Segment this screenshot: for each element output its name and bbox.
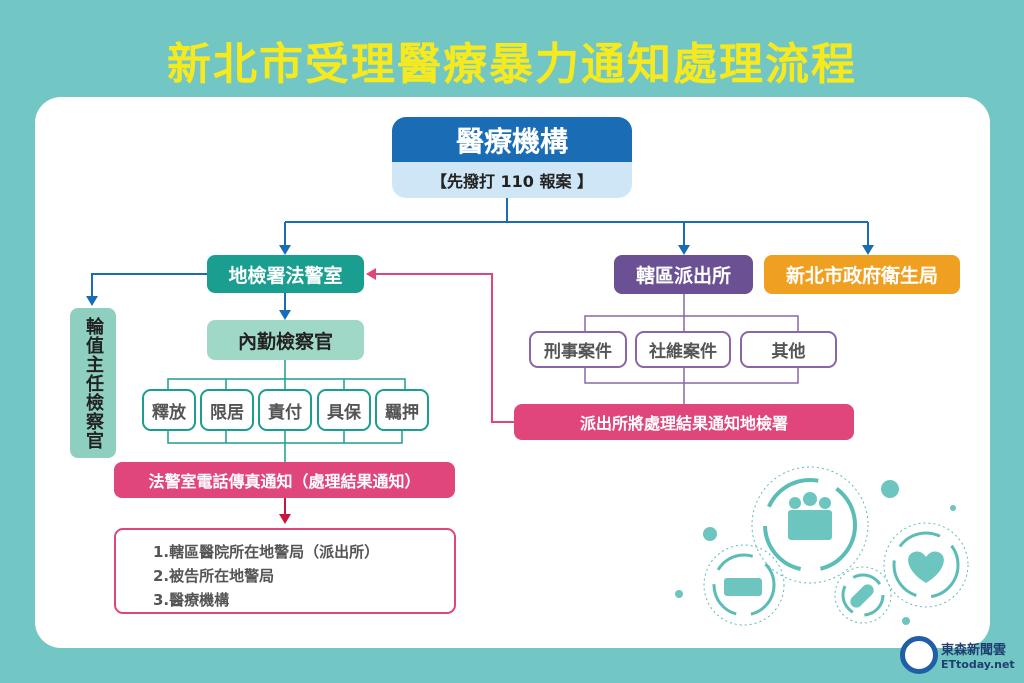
arrow-head (366, 268, 376, 280)
notify-item: 1.轄區醫院所在地警局（派出所） (153, 543, 380, 561)
case-social-order: 社維案件 (635, 331, 731, 368)
case-other: 其他 (740, 331, 837, 368)
ambulance-icon (724, 578, 762, 596)
arrow-head (86, 296, 98, 306)
page-title: 新北市受理醫療暴力通知處理流程 (167, 39, 857, 90)
outcome-custody-release: 責付 (258, 389, 312, 431)
arrow-head (279, 310, 291, 320)
arrow-head (678, 245, 690, 255)
outcome-restricted-residence: 限居 (200, 389, 254, 431)
notify-item: 3.醫療機構 (153, 591, 230, 609)
outcome-release: 釋放 (142, 389, 196, 431)
case-criminal: 刑事案件 (529, 331, 627, 368)
health-bureau-box: 新北市政府衛生局 (764, 255, 960, 294)
logo-site: ETtoday.net (941, 658, 1015, 671)
police-station-box: 轄區派出所 (614, 255, 753, 294)
bailiff-notice-box: 法警室電話傳真通知（處理結果通知） (114, 462, 455, 498)
arrow-head (862, 245, 874, 255)
heart-icon (908, 551, 944, 583)
logo-name: 東森新聞雲 (941, 643, 1007, 658)
call-110-note: 【先撥打 110 報案 】 (392, 162, 632, 198)
arrow-head (279, 514, 291, 524)
prosecutor-office-box: 地檢署法警室 (207, 255, 364, 293)
medical-staff-icon (788, 492, 832, 540)
outcome-bail: 具保 (317, 389, 371, 431)
ettoday-logo: 東森新聞雲 ETtoday.net (900, 636, 1015, 674)
logo-mark-icon (900, 636, 938, 674)
duty-prosecutor-box: 內勤檢察官 (207, 320, 364, 360)
pill-icon (850, 584, 874, 608)
outcome-detention: 羈押 (375, 389, 429, 431)
on-duty-chief-box: 輪值主任檢察官 (70, 308, 116, 458)
notify-list-box: 1.轄區醫院所在地警局（派出所） 2.被告所在地警局 3.醫療機構 (114, 528, 456, 614)
arrow-head (279, 245, 291, 255)
notify-item: 2.被告所在地警局 (153, 567, 275, 585)
medical-institution-box: 醫療機構 (392, 117, 632, 163)
police-notice-box: 派出所將處理結果通知地檢署 (514, 404, 854, 440)
